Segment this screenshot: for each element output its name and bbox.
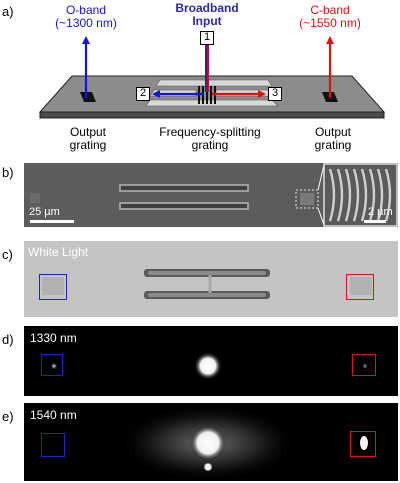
panel-e-letter: e) — [2, 409, 14, 424]
white-light-image: White Light — [24, 241, 398, 317]
cband-label-line1: C-band — [310, 3, 350, 17]
drawing-1330nm — [50, 352, 367, 380]
panel-a-letter: a) — [2, 4, 14, 19]
label-1330nm: 1330 nm — [30, 331, 77, 345]
input-label: Broadband Input — [175, 2, 238, 28]
sem-bar-top — [119, 184, 249, 192]
sem-image: 25 µm 2 µm — [24, 163, 398, 227]
scale-label-inset: 2 µm — [368, 206, 393, 218]
scale-label-main: 25 µm — [29, 206, 60, 218]
port-3-box: 3 — [268, 87, 282, 101]
oband-label: O-band (~1300 nm) — [55, 4, 117, 30]
oband-label-line1: O-band — [65, 3, 107, 17]
input-beam — [205, 40, 209, 92]
output-right-line1: Output — [314, 125, 352, 139]
panel-c-letter: c) — [2, 247, 13, 262]
output-left-label: Output grating — [70, 126, 107, 152]
center-grating-line2: grating — [191, 138, 229, 152]
image-1330nm: 1330 nm — [24, 326, 398, 396]
scale-bar-inset — [364, 220, 386, 223]
panel-d-letter: d) — [2, 332, 14, 347]
output-left-line2: grating — [69, 138, 107, 152]
white-light-label: White Light — [28, 245, 89, 259]
center-grating-line1: Frequency-splitting — [159, 125, 261, 139]
scale-bar-main — [30, 220, 74, 223]
sem-bar-bottom — [119, 202, 249, 210]
white-left-roi-box — [39, 274, 67, 300]
image-1540nm: 1540 nm — [24, 403, 398, 481]
sem-drawing — [24, 163, 398, 227]
d-left-roi-box — [41, 354, 63, 376]
d-right-roi-box — [352, 354, 376, 376]
chip-schematic — [38, 36, 386, 119]
center-grating-label: Frequency-splitting grating — [159, 126, 260, 152]
port-2-box: 2 — [136, 87, 150, 101]
panel-b-letter: b) — [2, 165, 14, 180]
port-1-box: 1 — [200, 31, 214, 45]
white-light-drawing — [24, 241, 398, 317]
e-right-roi-box — [350, 431, 376, 457]
left-output-grating — [80, 92, 96, 102]
input-label-line2: Input — [192, 14, 222, 28]
cband-label: C-band (~1550 nm) — [299, 4, 361, 30]
white-right-roi-box — [346, 274, 374, 300]
sem-inset — [323, 163, 398, 227]
chip-front-face — [39, 111, 385, 119]
oband-label-line2: (~1300 nm) — [55, 16, 117, 30]
output-left-line1: Output — [69, 125, 107, 139]
output-right-label: Output grating — [315, 126, 352, 152]
cband-label-line2: (~1550 nm) — [299, 16, 361, 30]
inset-grating-arcs — [328, 168, 392, 222]
input-label-line1: Broadband — [175, 1, 239, 15]
output-right-line2: grating — [314, 138, 352, 152]
panel-a: a) — [0, 0, 400, 160]
grating-bar-top — [155, 79, 273, 87]
e-left-roi-box — [41, 433, 65, 457]
label-1540nm: 1540 nm — [30, 408, 77, 422]
drawing-1540nm — [118, 405, 368, 481]
